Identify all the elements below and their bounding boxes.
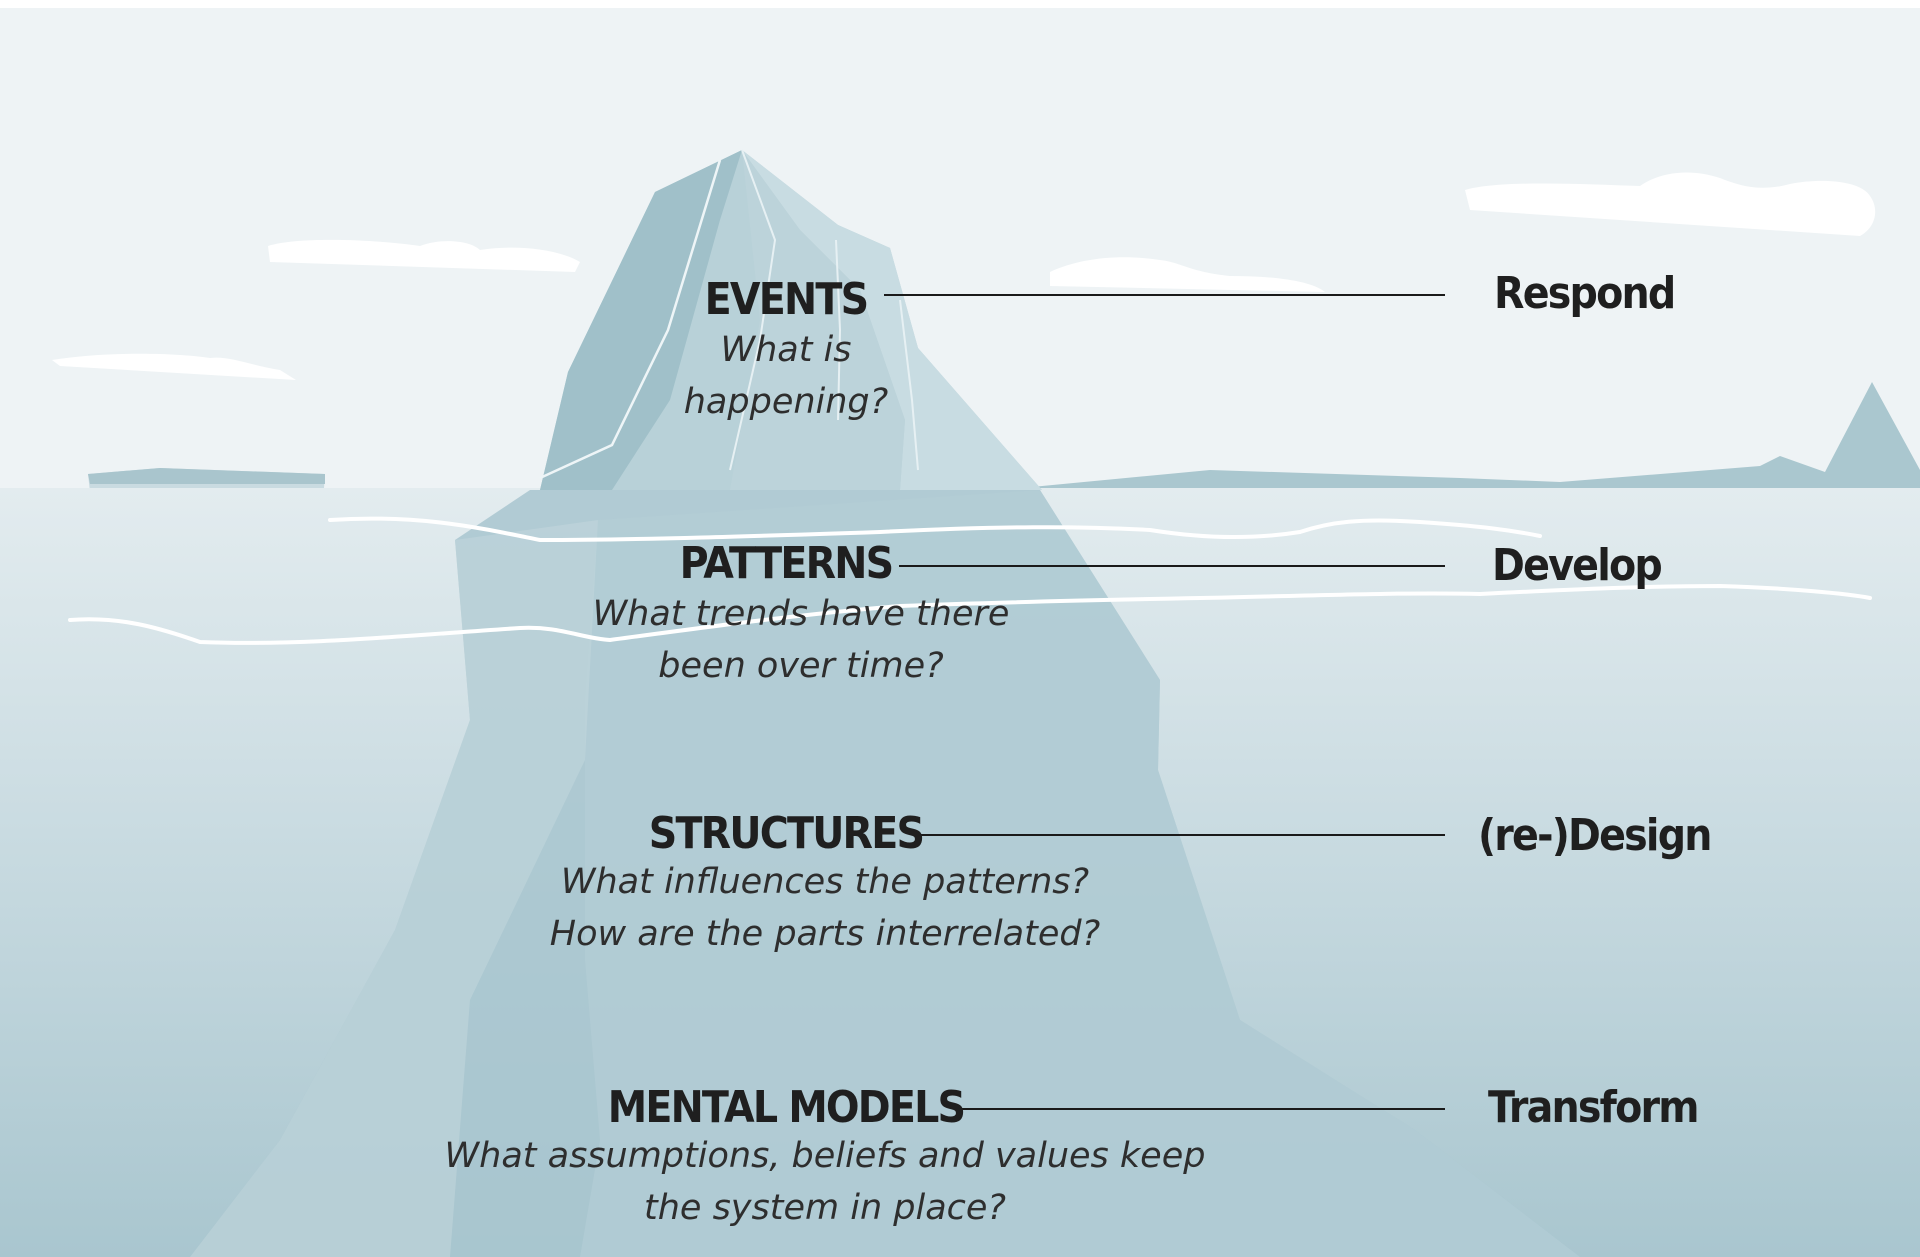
question-events-line2: happening?: [683, 382, 889, 422]
cloud-far-left: [52, 353, 296, 380]
connector-line-events: [884, 294, 1445, 296]
top-white-strip: [0, 0, 1920, 8]
heading-structures: STRUCTURES: [648, 808, 925, 859]
question-patterns-line1: What trends have there: [592, 594, 1010, 634]
action-develop: Develop: [1492, 540, 1663, 591]
question-mental-models-line2: the system in place?: [644, 1188, 1006, 1228]
heading-mental-models: MENTAL MODELS: [607, 1082, 966, 1133]
question-events-line1: What is: [720, 330, 852, 370]
cloud-right: [1465, 172, 1876, 236]
distant-ice-shelf-right: [1000, 382, 1920, 490]
wave-line-1: [328, 516, 1542, 543]
question-mental-models: What assumptions, beliefs and values kee…: [430, 1130, 1220, 1234]
question-structures-line1: What influences the patterns?: [560, 862, 1090, 902]
iceberg-peak: [539, 149, 1042, 490]
question-mental-models-line1: What assumptions, beliefs and values kee…: [444, 1136, 1206, 1176]
connector-line-structures: [915, 834, 1445, 836]
clouds: [52, 172, 1876, 380]
question-structures: What influences the patterns? How are th…: [530, 856, 1120, 960]
action-transform: Transform: [1488, 1082, 1700, 1133]
connector-line-patterns: [899, 565, 1445, 567]
cloud-middle: [1050, 257, 1325, 292]
connector-line-mental-models: [956, 1108, 1445, 1110]
action-redesign: (re-)Design: [1478, 810, 1712, 861]
question-events: What is happening?: [586, 324, 986, 428]
wave-line-2: [68, 583, 1872, 645]
wave-lines: [68, 516, 1872, 645]
action-respond: Respond: [1494, 268, 1676, 319]
heading-events: EVENTS: [704, 274, 869, 325]
question-patterns-line2: been over time?: [658, 646, 944, 686]
iceberg-underwater: [190, 490, 1580, 1257]
question-patterns: What trends have there been over time?: [551, 588, 1051, 692]
question-structures-line2: How are the parts interrelated?: [549, 914, 1101, 954]
heading-patterns: PATTERNS: [679, 538, 895, 589]
cloud-left: [268, 239, 580, 272]
